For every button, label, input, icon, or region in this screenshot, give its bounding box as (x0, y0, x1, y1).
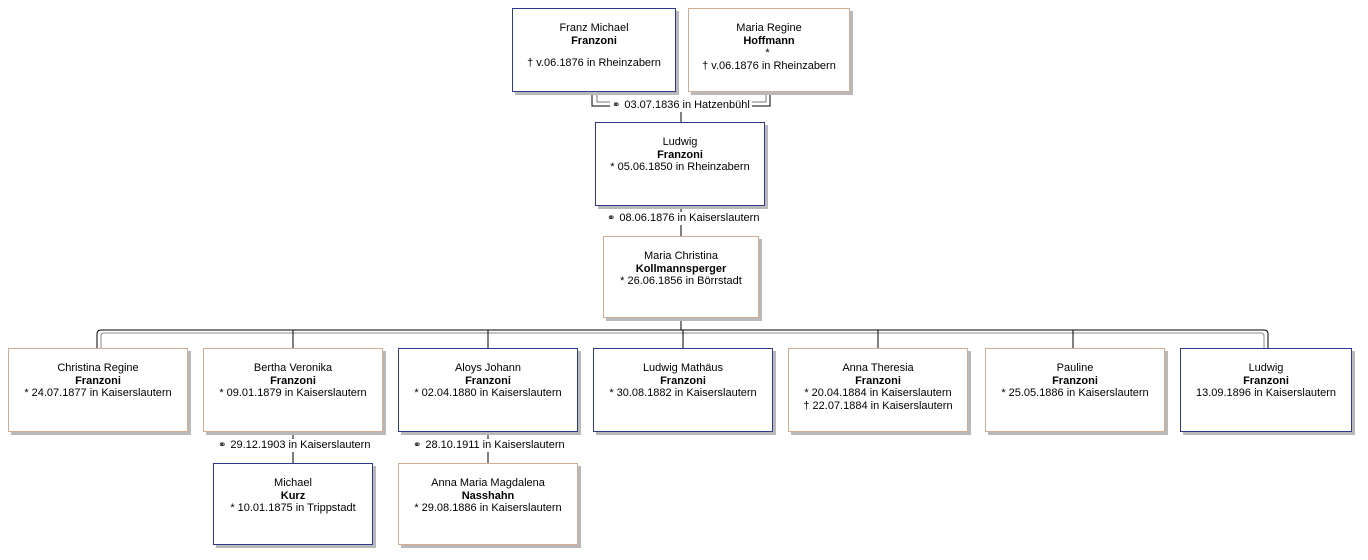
surname: Franzoni (270, 374, 316, 387)
wedding-rings-icon: ⚭ (607, 213, 616, 224)
given-name: Christina Regine (57, 362, 139, 374)
person-maria-christina[interactable]: Maria Christina Kollmannsperger *26.06.1… (603, 236, 759, 318)
given-name: Bertha Veronika (253, 362, 333, 374)
given-name: Michael (274, 477, 312, 489)
birth-star-icon: * (765, 47, 770, 59)
birth-event: *24.07.1877 in Kaiserslautern (24, 387, 172, 399)
marriage-label-bertha: ⚭29.12.1903 in Kaiserslautern (216, 439, 373, 452)
given-name: Aloys Johann (454, 362, 522, 374)
death-cross-icon: † (702, 59, 709, 72)
person-anna-theresia[interactable]: Anna Theresia Franzoni *20.04.1884 in Ka… (788, 348, 968, 432)
surname: Franzoni (1243, 374, 1289, 387)
given-name: Anna Maria Magdalena (431, 477, 545, 489)
given-name: Anna Theresia (842, 362, 914, 374)
birth-star-icon: * (414, 387, 419, 399)
birth-event: *20.04.1884 in Kaiserslautern (804, 387, 952, 399)
given-name: Ludwig (662, 136, 698, 148)
surname: Franzoni (75, 374, 121, 387)
birth-star-icon: * (1001, 387, 1006, 399)
surname: Franzoni (660, 374, 706, 387)
surname: Nasshahn (461, 489, 515, 502)
given-name: Maria Christina (644, 250, 718, 262)
birth-event: *26.06.1856 in Börrstadt (620, 275, 742, 287)
birth-event: *30.08.1882 in Kaiserslautern (609, 387, 757, 399)
person-michael-kurz[interactable]: Michael Kurz *10.01.1875 in Trippstadt (213, 463, 373, 545)
death-event: †22.07.1884 in Kaiserslautern (803, 399, 953, 412)
birth-star-icon: * (609, 387, 614, 399)
death-event: †v.06.1876 in Rheinzabern (702, 59, 836, 72)
birth-star-icon: * (24, 387, 29, 399)
death-cross-icon: † (527, 57, 534, 69)
person-bertha-veronika[interactable]: Bertha Veronika Franzoni *09.01.1879 in … (203, 348, 383, 432)
birth-event: * (689, 47, 849, 60)
person-christina-regine[interactable]: Christina Regine Franzoni *24.07.1877 in… (8, 348, 188, 432)
person-aloys-johann[interactable]: Aloys Johann Franzoni *02.04.1880 in Kai… (398, 348, 578, 432)
birth-event: *09.01.1879 in Kaiserslautern (219, 387, 367, 399)
birth-star-icon: * (414, 502, 419, 514)
marriage-label-parents: ⚭08.06.1876 in Kaiserslautern (605, 212, 762, 225)
person-pauline[interactable]: Pauline Franzoni *25.05.1886 in Kaisersl… (985, 348, 1165, 432)
birth-star-icon: * (804, 387, 809, 399)
given-name: Ludwig Mathäus (642, 362, 724, 374)
birth-event: *02.04.1880 in Kaiserslautern (414, 387, 562, 399)
birth-event: *29.08.1886 in Kaiserslautern (414, 502, 562, 514)
person-maria-regine[interactable]: Maria Regine Hoffmann * †v.06.1876 in Rh… (688, 8, 850, 92)
death-cross-icon: † (803, 399, 810, 412)
birth-star-icon: * (620, 275, 625, 287)
surname: Franzoni (657, 148, 703, 161)
surname: Kurz (280, 489, 306, 502)
given-name: Pauline (1056, 362, 1094, 374)
given-name: Franz Michael (559, 22, 629, 34)
surname: Franzoni (571, 34, 617, 47)
marriage-label-aloys: ⚭28.10.1911 in Kaiserslautern (411, 439, 567, 452)
birth-star-icon: * (610, 161, 615, 173)
person-ludwig-sr[interactable]: Ludwig Franzoni *05.06.1850 in Rheinzabe… (595, 122, 765, 206)
person-ludwig-jr[interactable]: Ludwig Franzoni 13.09.1896 in Kaiserslau… (1180, 348, 1352, 432)
person-franz-michael[interactable]: Franz Michael Franzoni †v.06.1876 in Rhe… (512, 8, 676, 92)
person-ludwig-mathaus[interactable]: Ludwig Mathäus Franzoni *30.08.1882 in K… (593, 348, 773, 432)
birth-star-icon: * (230, 502, 235, 514)
birth-event: *05.06.1850 in Rheinzabern (610, 161, 750, 173)
surname: Franzoni (855, 374, 901, 387)
date-event: 13.09.1896 in Kaiserslautern (1195, 387, 1337, 399)
surname: Franzoni (1052, 374, 1098, 387)
person-anna-maria-magdalena[interactable]: Anna Maria Magdalena Nasshahn *29.08.188… (398, 463, 578, 545)
wedding-rings-icon: ⚭ (218, 440, 227, 451)
surname: Hoffmann (743, 34, 795, 47)
given-name: Ludwig (1248, 362, 1284, 374)
death-event: †v.06.1876 in Rheinzabern (527, 57, 661, 69)
given-name: Maria Regine (736, 22, 802, 34)
birth-event: *25.05.1886 in Kaiserslautern (1001, 387, 1149, 399)
birth-event: *10.01.1875 in Trippstadt (230, 502, 356, 514)
marriage-label-grandparents: ⚭03.07.1836 in Hatzenbühl (610, 99, 752, 112)
birth-star-icon: * (219, 387, 224, 399)
wedding-rings-icon: ⚭ (413, 440, 422, 451)
surname: Kollmannsperger (635, 262, 727, 275)
wedding-rings-icon: ⚭ (612, 100, 621, 111)
surname: Franzoni (465, 374, 511, 387)
